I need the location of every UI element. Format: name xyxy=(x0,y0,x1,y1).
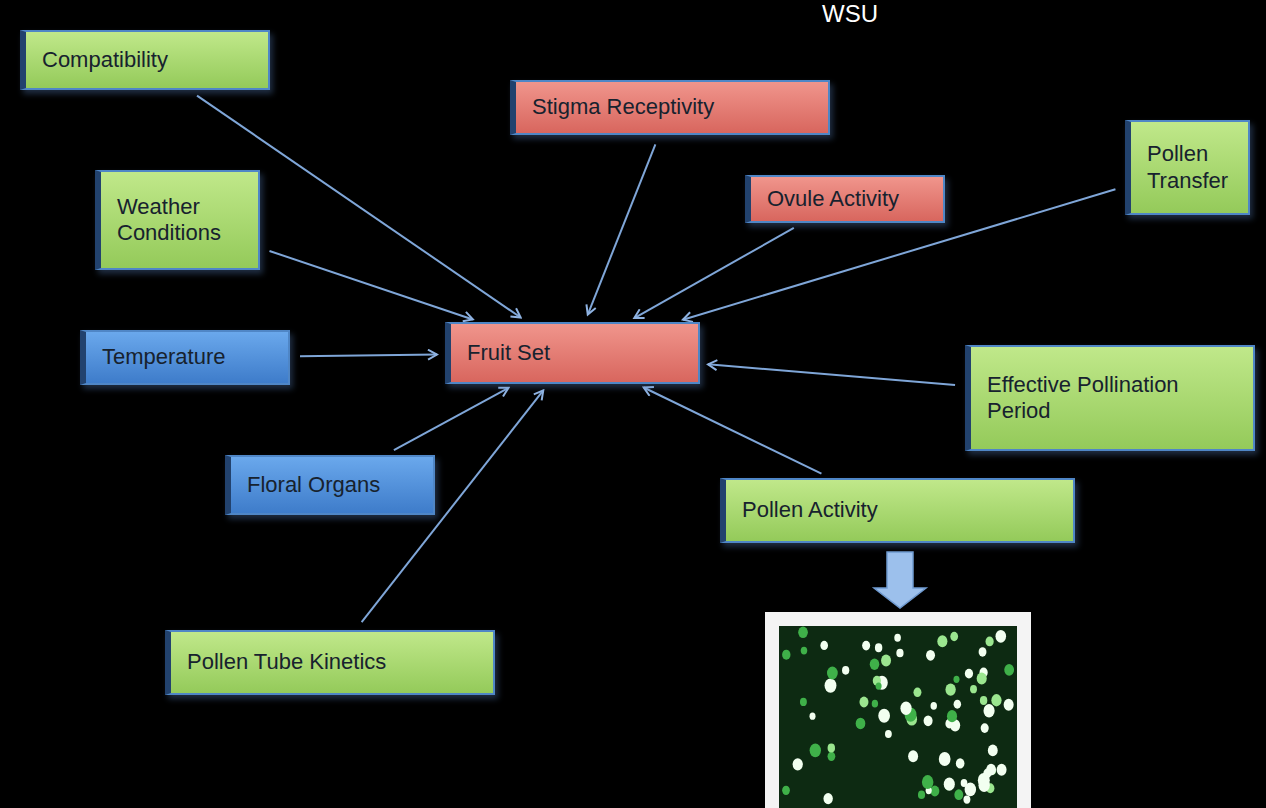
pollen-grain xyxy=(900,701,911,714)
pollen-grain xyxy=(947,710,957,722)
factor-box: Stigma Receptivity xyxy=(510,80,830,135)
pollen-grains xyxy=(782,626,1014,804)
pollen-grain xyxy=(827,666,838,679)
pollen-grain xyxy=(986,637,994,647)
pollen-grain xyxy=(896,649,903,658)
pollen-grain xyxy=(965,783,976,797)
pollen-grain xyxy=(1004,699,1014,711)
box-text: Pollen Tube Kinetics xyxy=(187,649,386,675)
pollen-grain xyxy=(782,786,790,795)
pollen-grain xyxy=(922,775,934,789)
pollen-grain xyxy=(956,758,965,768)
pollen-grain xyxy=(810,743,821,757)
pollen-grain xyxy=(859,697,868,708)
box-text: Pollen Activity xyxy=(742,497,878,523)
pollen-grain xyxy=(977,672,987,684)
pollen-grain xyxy=(801,647,808,655)
pollen-grain xyxy=(991,694,1001,706)
pollen-grain xyxy=(881,655,891,667)
pollen-grain xyxy=(950,632,958,641)
box-text: Compatibility xyxy=(42,47,168,73)
pollen-grain xyxy=(913,688,921,698)
pollen-grain xyxy=(931,702,937,710)
box-text: Stigma Receptivity xyxy=(532,94,714,120)
pollen-grain xyxy=(937,635,947,647)
factor-box: Compatibility xyxy=(20,30,270,90)
pollen-grain xyxy=(878,709,890,723)
pollen-grain xyxy=(983,769,991,779)
pollen-grain xyxy=(862,641,870,651)
pollen-grain xyxy=(945,683,955,695)
box-text: Weather Conditions xyxy=(117,194,244,247)
factor-box: Pollen Transfer xyxy=(1125,120,1250,215)
pollen-grain xyxy=(981,723,989,733)
pollen-grain xyxy=(872,700,878,708)
pollen-grain xyxy=(1004,664,1014,676)
pollen-grain xyxy=(939,752,951,766)
pollen-grain xyxy=(965,669,973,679)
pollen-grain xyxy=(894,634,901,642)
pollen-grain xyxy=(842,666,849,675)
influence-arrow xyxy=(394,388,509,450)
pollen-grain xyxy=(979,647,987,656)
pollen-grain xyxy=(983,704,994,717)
pollen-grain xyxy=(782,650,790,660)
pollen-grain xyxy=(926,650,935,661)
pollen-grain xyxy=(856,718,866,730)
pollen-grain xyxy=(953,676,959,683)
influence-arrow xyxy=(708,364,955,385)
pollen-grain xyxy=(828,744,835,753)
corner-label: WSU xyxy=(822,0,878,28)
block-arrow xyxy=(874,552,926,608)
box-text: Ovule Activity xyxy=(767,186,899,212)
outcome-box: Fruit Set xyxy=(445,322,700,384)
pollen-grain xyxy=(944,777,955,790)
influence-arrow xyxy=(588,144,656,314)
pollen-grain xyxy=(870,659,880,670)
pollen-grain xyxy=(875,643,882,652)
pollen-grain xyxy=(828,752,836,761)
pollen-grain xyxy=(924,715,933,726)
pollen-grain xyxy=(954,700,961,709)
pollen-grain xyxy=(980,696,987,705)
box-text: Effective Pollination Period xyxy=(987,372,1239,425)
influence-arrow xyxy=(634,228,794,318)
factor-box: Pollen Tube Kinetics xyxy=(165,630,495,695)
pollen-grain xyxy=(954,789,963,800)
pollen-grain xyxy=(825,678,837,692)
pollen-grain xyxy=(793,758,803,770)
pollen-grain xyxy=(988,745,998,757)
box-text: Temperature xyxy=(102,344,226,370)
factor-box: Temperature xyxy=(80,330,290,385)
pollen-grain xyxy=(820,641,828,650)
pollen-grain xyxy=(823,793,832,804)
box-text: Fruit Set xyxy=(467,340,550,366)
pollen-photo xyxy=(779,626,1017,808)
factor-box: Ovule Activity xyxy=(745,175,945,223)
pollen-grain xyxy=(970,685,977,693)
influence-arrow xyxy=(644,387,822,473)
pollen-grain xyxy=(876,682,882,689)
factor-box: Floral Organs xyxy=(225,455,435,515)
box-text: Floral Organs xyxy=(247,472,380,498)
factor-box: Effective Pollination Period xyxy=(965,345,1255,451)
pollen-grain xyxy=(885,730,892,738)
pollen-grain xyxy=(963,795,970,803)
pollen-grain xyxy=(996,630,1007,643)
factor-box: Weather Conditions xyxy=(95,170,260,270)
factor-box: Pollen Activity xyxy=(720,478,1075,543)
influence-arrow xyxy=(269,251,472,319)
pollen-grain xyxy=(908,750,918,762)
pollen-grain xyxy=(800,698,807,706)
pollen-grain xyxy=(798,626,808,638)
pollen-grain xyxy=(997,764,1007,776)
pollen-grain xyxy=(918,790,925,799)
influence-arrow xyxy=(300,355,437,357)
box-text: Pollen Transfer xyxy=(1147,141,1234,194)
pollen-grain xyxy=(810,713,816,720)
